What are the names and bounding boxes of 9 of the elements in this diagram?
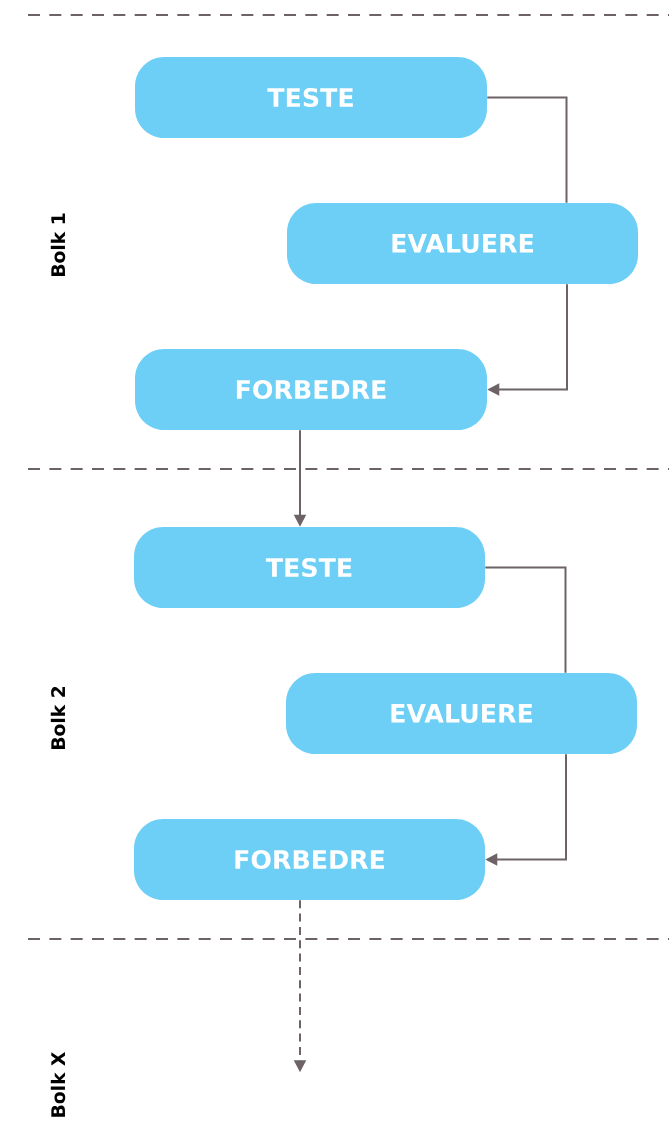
section-label: Bolk 1 <box>50 213 66 276</box>
section-label: Bolk X <box>50 1052 66 1117</box>
process-box: FORBEDRE <box>135 349 487 430</box>
process-box: TESTE <box>134 527 485 608</box>
section-label: Bolk 2 <box>50 686 66 749</box>
process-box: EVALUERE <box>286 673 637 754</box>
process-box: EVALUERE <box>287 203 638 284</box>
process-box: TESTE <box>135 57 487 138</box>
process-box: FORBEDRE <box>134 819 485 900</box>
